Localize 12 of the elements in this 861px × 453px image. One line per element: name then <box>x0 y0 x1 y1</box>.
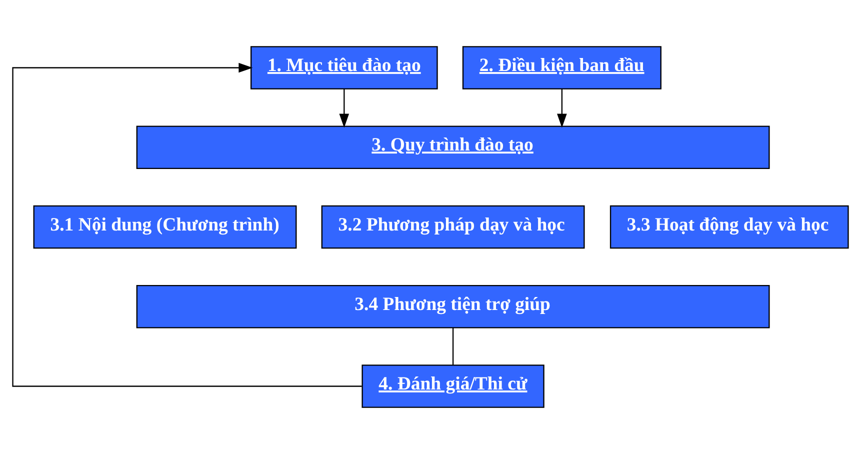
node-box: 3.3 Hoạt động dạy và học <box>610 204 849 248</box>
node-box: 4. Đánh giá/Thi cử <box>362 364 544 408</box>
arrow <box>12 62 362 386</box>
node-box: 1. Mục tiêu đào tạo <box>250 46 438 89</box>
connector <box>452 327 454 364</box>
node-box: 3. Quy trình đào tạo <box>136 125 770 169</box>
node-box: 2. Điều kiện ban đầu <box>462 46 662 89</box>
arrow <box>557 88 567 128</box>
node-box: 3.2 Phương pháp dạy và học <box>321 204 585 248</box>
node-box: 3.1 Nội dung (Chương trình) <box>33 204 297 248</box>
arrow <box>339 88 350 128</box>
node-box: 3.4 Phương tiện trợ giúp <box>136 284 770 328</box>
